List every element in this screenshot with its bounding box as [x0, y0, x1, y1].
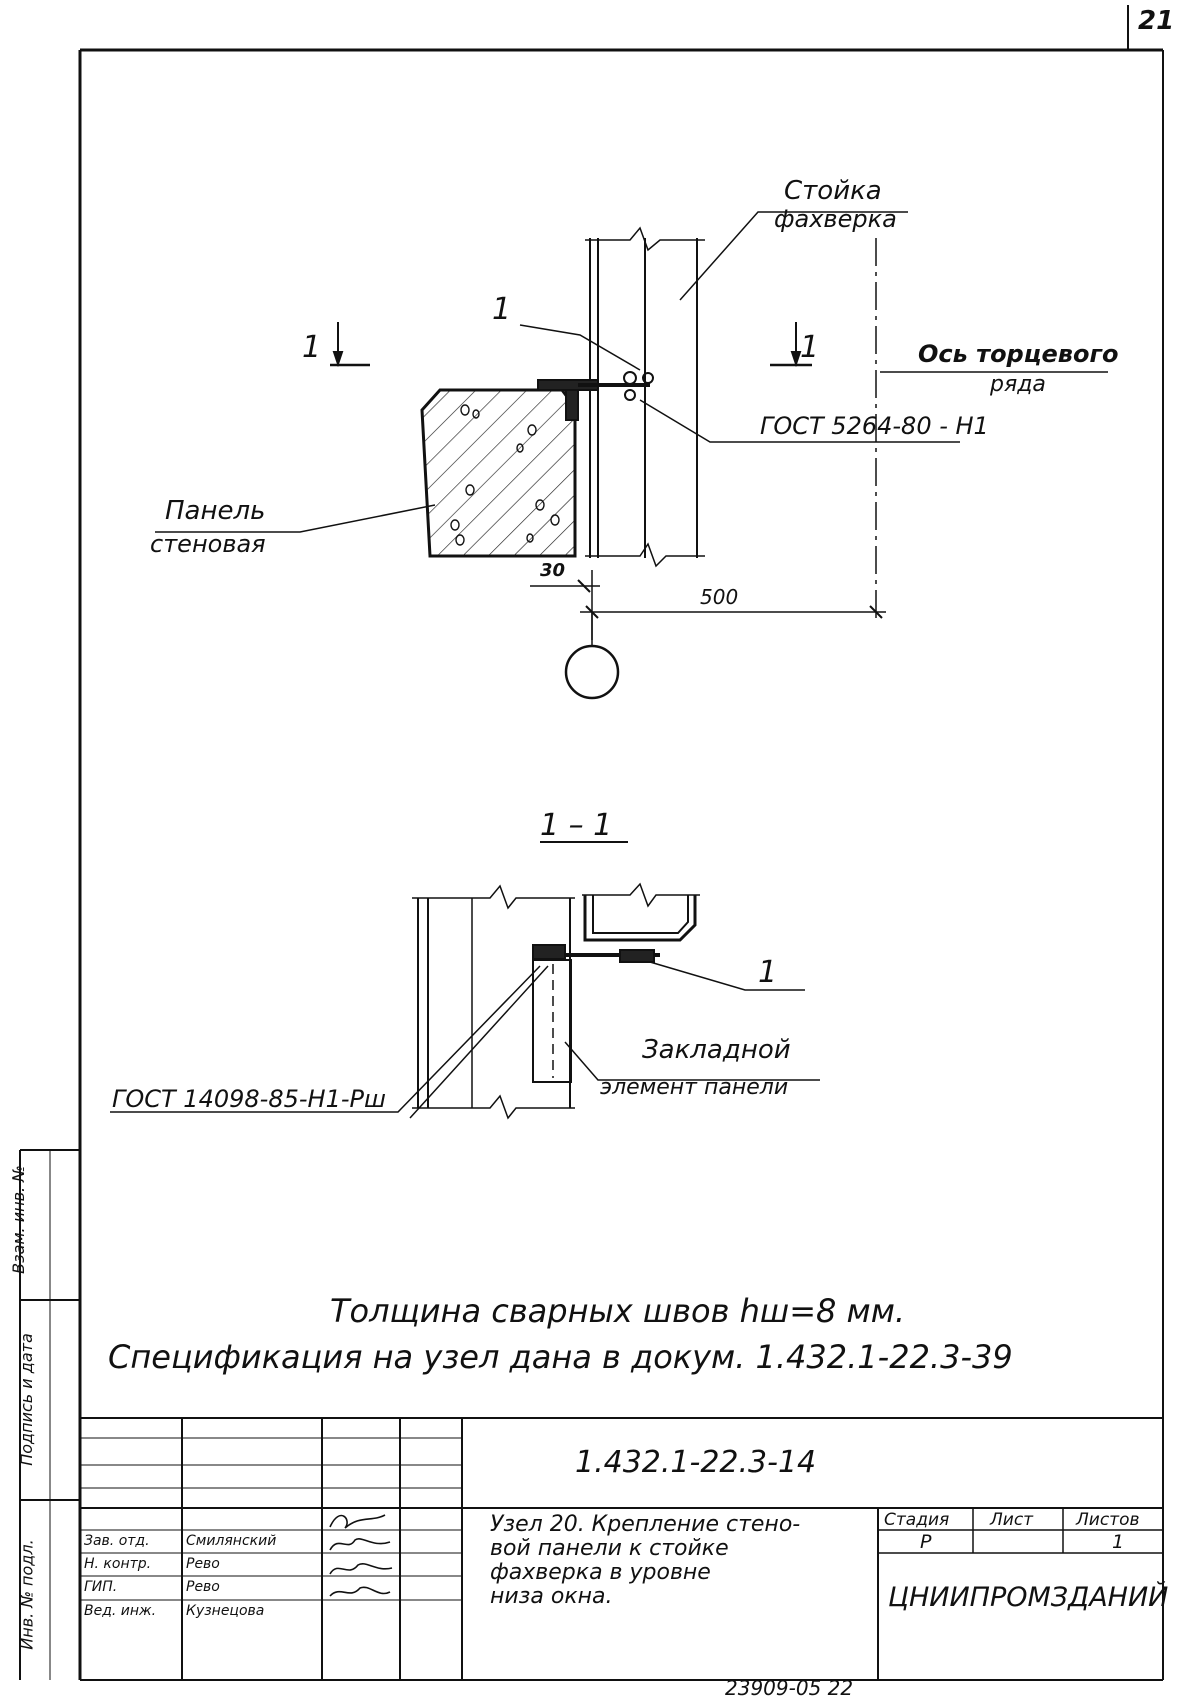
description-line2: вой панели к стойке — [490, 1536, 729, 1561]
label-column-line1: Стойка — [784, 176, 882, 206]
label-embedded-line1: Закладной — [642, 1035, 791, 1065]
role-4: Вед. инж. — [84, 1603, 157, 1619]
side-vzam-inv: Взам. инв. № — [8, 1165, 28, 1274]
sheets-header: Листов — [1076, 1510, 1140, 1530]
label-embedded-line2: элемент панели — [600, 1075, 789, 1100]
name-2: Рево — [186, 1556, 220, 1572]
role-1: Зав. отд. — [84, 1533, 150, 1549]
dim-30: 30 — [540, 560, 566, 581]
top-view — [155, 211, 1108, 700]
side-inv-podl: Инв. № подл. — [17, 1539, 37, 1650]
organization: ЦНИИПРОМЗДАНИЙ — [888, 1582, 1169, 1613]
section-mark-right: 1 — [800, 330, 820, 365]
signatures — [329, 1514, 393, 1597]
note-specification: Спецификация на узел дана в докум. 1.432… — [108, 1338, 1013, 1376]
description-line1: Узел 20. Крепление стено- — [490, 1512, 801, 1537]
sheet-frame — [78, 5, 1164, 1681]
name-3: Рево — [186, 1579, 220, 1595]
label-panel-line1: Панель — [165, 496, 266, 526]
dim-500: 500 — [700, 585, 739, 609]
description-line3: фахверка в уровне — [490, 1560, 711, 1585]
role-2: Н. контр. — [84, 1556, 152, 1572]
side-podpis-data: Подпись и дата — [16, 1333, 36, 1466]
doc-code: 1.432.1-22.3-14 — [575, 1445, 817, 1480]
label-panel-line2: стеновая — [150, 530, 266, 558]
wall-panel-section — [420, 388, 577, 558]
name-4: Кузнецова — [186, 1603, 265, 1619]
note-weld-thickness: Толщина сварных швов hш=8 мм. — [330, 1292, 905, 1330]
section-view — [110, 841, 820, 1120]
title-block-grid — [80, 1417, 1163, 1680]
label-column-line2: фахверка — [774, 205, 897, 233]
label-axis-line1: Ось торцевого — [918, 340, 1119, 368]
stage-header: Стадия — [884, 1510, 950, 1530]
side-strip — [19, 1149, 80, 1680]
bottom-stamp: 23909-05 22 — [725, 1676, 854, 1700]
label-axis-line2: ряда — [990, 372, 1046, 397]
weld-gost-top: ГОСТ 5264-80 - Н1 — [760, 412, 989, 440]
sheet-header: Лист — [990, 1510, 1034, 1530]
stage-value: Р — [920, 1531, 932, 1553]
section-mark-left: 1 — [302, 330, 322, 365]
sheet-corner-number: 21 — [1138, 6, 1175, 36]
weld-gost-section: ГОСТ 14098-85-Н1-Рш — [112, 1085, 386, 1113]
sheets-value: 1 — [1112, 1531, 1125, 1553]
section-title: 1 – 1 — [540, 808, 613, 843]
callout-1-section: 1 — [758, 955, 778, 990]
role-3: ГИП. — [84, 1579, 118, 1595]
callout-1-top: 1 — [492, 292, 512, 327]
description-line4: низа окна. — [490, 1584, 613, 1609]
name-1: Смилянский — [186, 1533, 277, 1549]
